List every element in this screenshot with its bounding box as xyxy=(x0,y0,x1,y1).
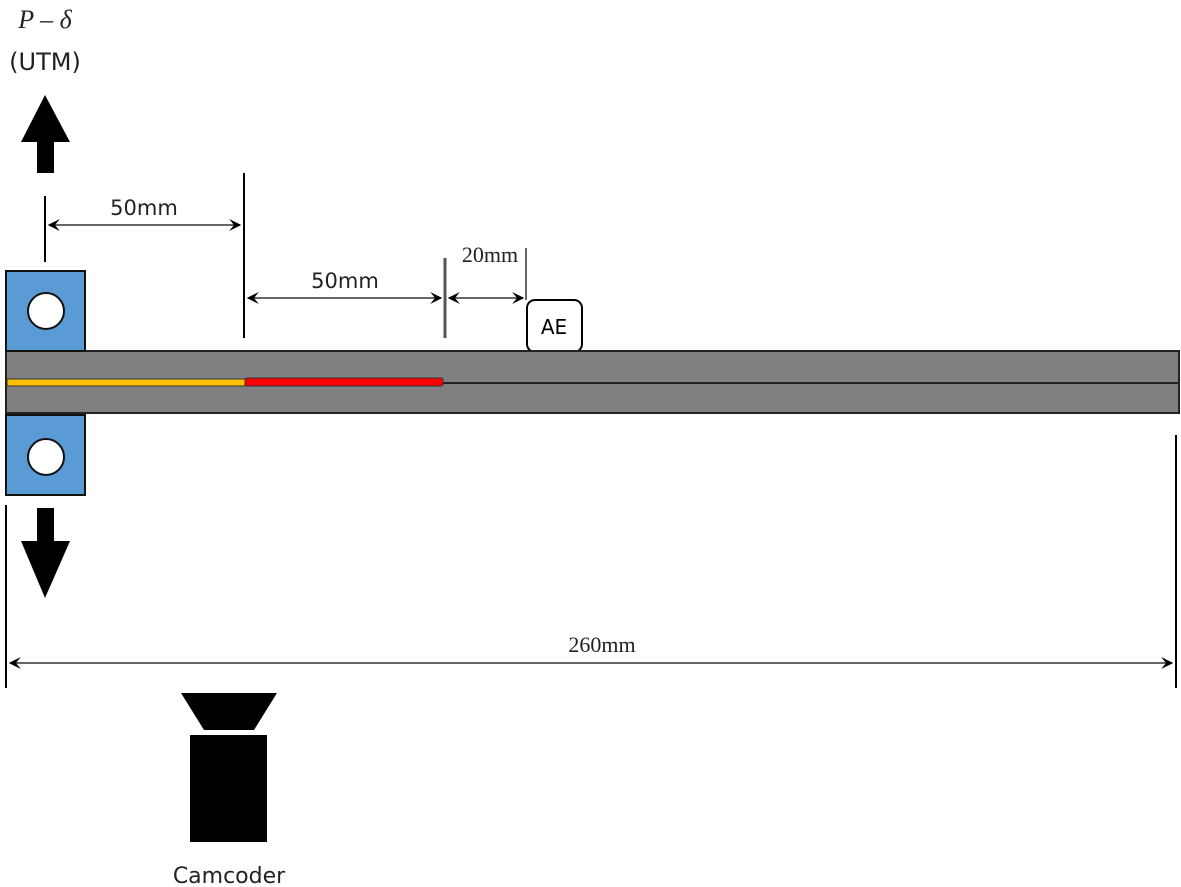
insert-film xyxy=(6,378,246,387)
pin-icon xyxy=(27,292,65,330)
dimension-label: 50mm xyxy=(110,196,178,220)
dimension-label: 50mm xyxy=(311,269,379,293)
pin-icon xyxy=(27,438,65,476)
up-arrow-icon xyxy=(21,95,70,173)
camcorder-label: Camcoder xyxy=(173,864,286,887)
load-source-label: (UTM) xyxy=(9,48,81,76)
load-symbol-label: P – δ xyxy=(17,5,72,34)
ae-sensor: AE xyxy=(526,299,583,353)
ae-sensor-label: AE xyxy=(541,315,567,339)
camcorder-icon xyxy=(181,693,277,842)
total-length-label: 260mm xyxy=(568,632,635,657)
specimen-beam xyxy=(5,350,1180,414)
precrack-region xyxy=(244,377,444,387)
lower-grip xyxy=(5,414,86,496)
dimension-label: 20mm xyxy=(462,242,518,267)
upper-grip xyxy=(5,270,86,352)
down-arrow-icon xyxy=(21,508,70,598)
